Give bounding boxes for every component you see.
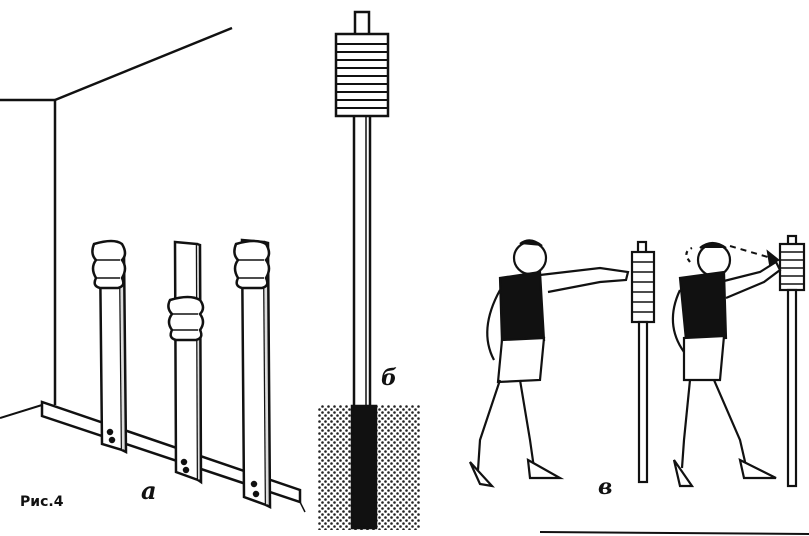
floor-line-v (539, 531, 809, 535)
post-3 (233, 238, 272, 510)
target-post-2 (778, 234, 806, 488)
post-2 (167, 240, 205, 485)
boxer-1-torso (498, 270, 546, 344)
figure-label-v: в (598, 474, 613, 500)
boxer-1-arm (539, 266, 630, 294)
fig-a-wall-posts (0, 26, 306, 513)
floor-line (0, 404, 43, 419)
boxer-2-arm (719, 260, 782, 300)
post-1 (91, 239, 128, 455)
wall-left-face (0, 98, 57, 405)
figure-label-b: б (381, 365, 397, 391)
boxer-2-legs (680, 379, 748, 469)
boxer-1 (468, 239, 630, 488)
figure-caption: Рис.4 (20, 494, 64, 510)
target-post-1 (630, 240, 656, 484)
boxer-2-torso (678, 270, 728, 342)
boxer-2-shorts (682, 334, 726, 382)
wall-ceiling-edge (54, 26, 233, 102)
fig-b-pole (318, 10, 420, 530)
motion-arrow (729, 245, 779, 261)
pole-base-sleeve (350, 404, 378, 530)
figure-label-a: а (141, 476, 157, 505)
boxer-1-legs (476, 379, 536, 471)
pole-tip (353, 10, 371, 38)
pole-shaft (352, 113, 372, 413)
pad-1 (91, 239, 127, 290)
pad-3 (233, 239, 271, 290)
pad-2 (167, 295, 205, 342)
fig-v-boxers (468, 234, 809, 535)
boxer-1-shorts (496, 336, 546, 384)
boxer-2 (671, 241, 782, 488)
pole-pad (334, 32, 390, 118)
